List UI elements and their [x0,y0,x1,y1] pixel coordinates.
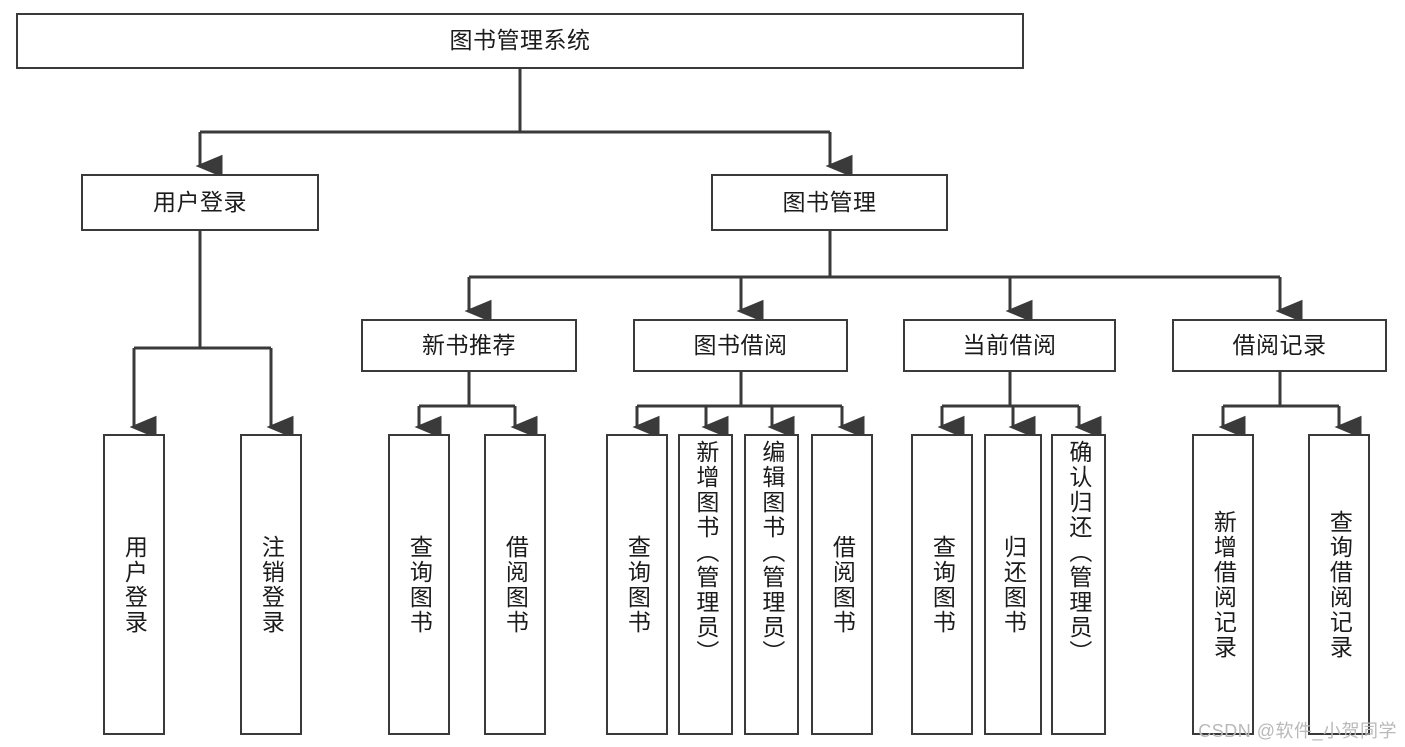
node-root-label: 图书管理系统 [449,27,591,54]
watermark: CSDN @软件_小贺同学 [1198,721,1397,741]
leaf-add-record-label: 新增借阅记录 [1210,509,1237,660]
leaf-return-book[interactable]: 归还图书 [984,434,1042,735]
node-current-borrow[interactable]: 当前借阅 [903,319,1116,372]
node-book-borrow[interactable]: 图书借阅 [633,319,848,372]
leaf-query-record[interactable]: 查询借阅记录 [1308,434,1370,735]
leaf-logout-label: 注销登录 [258,534,285,635]
leaf-edit-book[interactable]: 编辑图书（管理员） [744,434,799,735]
node-user-login-label: 用户登录 [153,188,247,215]
leaf-confirm-return[interactable]: 确认归还（管理员） [1051,434,1106,735]
leaf-borrow-book-rec-label: 借阅图书 [502,534,529,635]
leaf-query-book-borrow-label: 查询图书 [624,534,651,635]
leaf-user-login[interactable]: 用户登录 [103,434,165,735]
leaf-query-book-rec[interactable]: 查询图书 [388,434,450,735]
leaf-user-login-label: 用户登录 [121,534,148,635]
node-book-manage-label: 图书管理 [782,188,877,215]
leaf-borrow-book-label: 借阅图书 [829,534,856,635]
leaf-add-book[interactable]: 新增图书（管理员） [678,434,733,735]
leaf-query-book-cur-label: 查询图书 [929,534,956,635]
leaf-query-book-cur[interactable]: 查询图书 [911,434,973,735]
leaf-add-record[interactable]: 新增借阅记录 [1192,434,1254,735]
leaf-borrow-book-rec[interactable]: 借阅图书 [484,434,546,735]
node-book-borrow-label: 图书借阅 [693,331,788,358]
node-new-book-recommend[interactable]: 新书推荐 [361,319,577,372]
leaf-edit-book-label: 编辑图书（管理员） [758,440,785,665]
node-current-borrow-label: 当前借阅 [962,331,1057,358]
leaf-query-book-rec-label: 查询图书 [406,534,433,635]
leaf-logout[interactable]: 注销登录 [240,434,302,735]
leaf-query-record-label: 查询借阅记录 [1326,509,1353,660]
node-borrow-record-label: 借阅记录 [1232,331,1327,358]
leaf-confirm-return-label: 确认归还（管理员） [1065,440,1092,665]
leaf-return-book-label: 归还图书 [1000,534,1027,635]
node-new-book-recommend-label: 新书推荐 [422,331,516,358]
leaf-add-book-label: 新增图书（管理员） [692,440,719,665]
node-borrow-record[interactable]: 借阅记录 [1172,319,1387,372]
leaf-query-book-borrow[interactable]: 查询图书 [606,434,668,735]
node-user-login[interactable]: 用户登录 [81,174,319,231]
node-root[interactable]: 图书管理系统 [16,13,1024,69]
node-book-manage[interactable]: 图书管理 [711,174,948,231]
leaf-borrow-book[interactable]: 借阅图书 [811,434,873,735]
